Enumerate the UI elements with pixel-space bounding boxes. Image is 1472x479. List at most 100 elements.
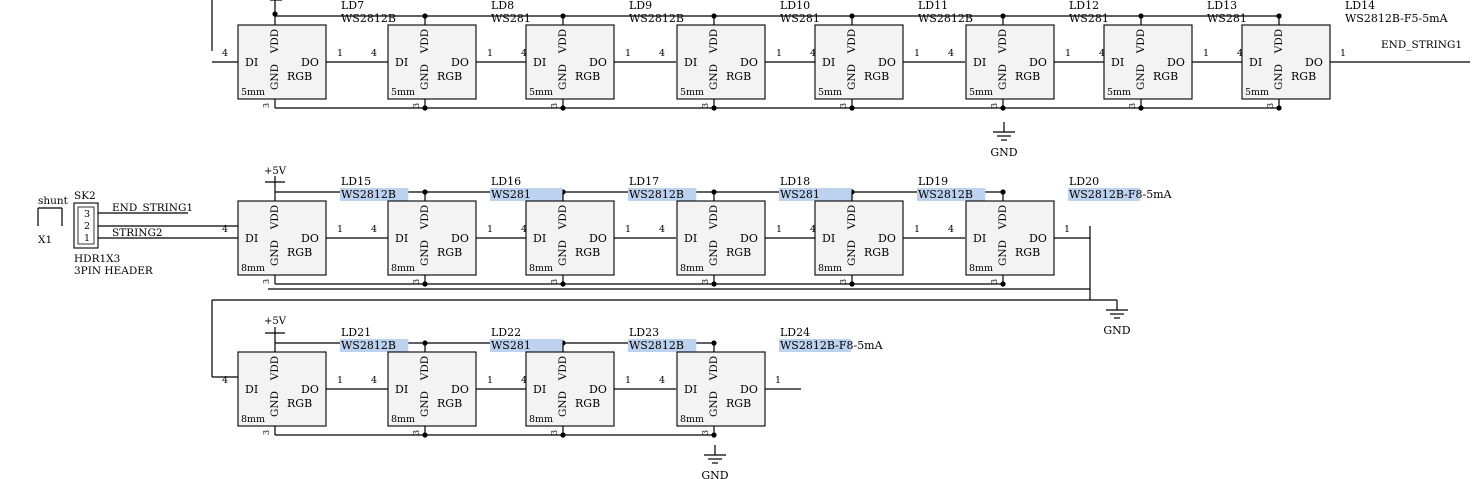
net-string2: STRING2 [112,227,163,239]
pin-4: 4 [659,224,665,235]
pin-vdd: VDD [1135,29,1147,54]
led-ref: LD13 [1207,0,1237,12]
pin-3: 3 [1266,103,1275,108]
led-ref: LD22 [491,326,521,339]
pin-4: 4 [521,224,527,235]
pin-di: DI [395,383,408,396]
led-ref: LD11 [918,0,948,12]
led-value: WS281 [491,12,531,25]
led-value: WS281 [1069,12,1109,25]
gnd-label: GND [990,146,1017,159]
led-value: WS2812B [918,188,973,201]
pin-3: 3 [412,279,421,284]
pin-gnd: GND [846,64,858,90]
led-value: WS281 [780,12,820,25]
selection-highlight [628,188,697,201]
pin-1: 1 [914,48,920,59]
led-size: 5mm [241,87,265,98]
selection-highlight [340,188,409,201]
led-ref: LD14 [1345,0,1375,12]
pin-di: DI [245,232,258,245]
connector-pin-number: 1 [84,233,90,244]
led-body [814,200,904,276]
pin-1: 1 [775,375,781,386]
pin-rgb: RGB [437,246,462,259]
pin-do: DO [589,383,607,396]
pin-vdd: VDD [419,205,431,230]
connector-pin-number: 3 [84,209,90,220]
pin-do: DO [301,56,319,69]
pin-4: 4 [948,48,954,59]
pin-gnd: GND [269,64,281,90]
pin-di: DI [395,232,408,245]
pin-1: 1 [1340,48,1346,59]
led-value: WS2812B-F8-5mA [1069,188,1173,201]
pin-vdd: VDD [269,356,281,381]
pin-3: 3 [412,103,421,108]
pin-1: 1 [776,224,782,235]
led-size: 8mm [391,414,415,425]
pin-3: 3 [262,430,271,435]
pin-di: DI [822,56,835,69]
pin-3: 3 [550,279,559,284]
led-size: 8mm [529,263,553,274]
led-body [525,200,615,276]
pin-do: DO [878,232,896,245]
led-size: 5mm [969,87,993,98]
pin-di: DI [395,56,408,69]
led-value: WS281 [491,339,531,352]
pin-di: DI [245,56,258,69]
pin-rgb: RGB [1015,246,1040,259]
led-ref: LD8 [491,0,514,12]
pin-rgb: RGB [864,70,889,83]
led-size: 8mm [529,414,553,425]
pin-vdd: VDD [997,205,1009,230]
led-ref: LD9 [629,0,652,12]
led-body [525,24,615,100]
led-ref: LD15 [341,175,371,188]
junction-dot [422,13,428,19]
selection-highlight [917,188,986,201]
pin-1: 1 [625,224,631,235]
pin-3: 3 [990,279,999,284]
pin-3: 3 [839,103,848,108]
pin-vdd: VDD [557,356,569,381]
led-size: 8mm [969,263,993,274]
pin-rgb: RGB [726,397,751,410]
pin-rgb: RGB [287,397,312,410]
connector-pin-number: 2 [84,221,90,232]
led-size: 8mm [241,263,265,274]
led-body [1103,24,1193,100]
pin-gnd: GND [557,391,569,417]
pin-gnd: GND [708,64,720,90]
led-ref: LD20 [1069,175,1099,188]
pin-3: 3 [1128,103,1137,108]
pin-di: DI [1249,56,1262,69]
pin-3: 3 [412,430,421,435]
pin-4: 4 [810,48,816,59]
connector-value: HDR1X3 [74,253,120,265]
pin-1: 1 [776,48,782,59]
